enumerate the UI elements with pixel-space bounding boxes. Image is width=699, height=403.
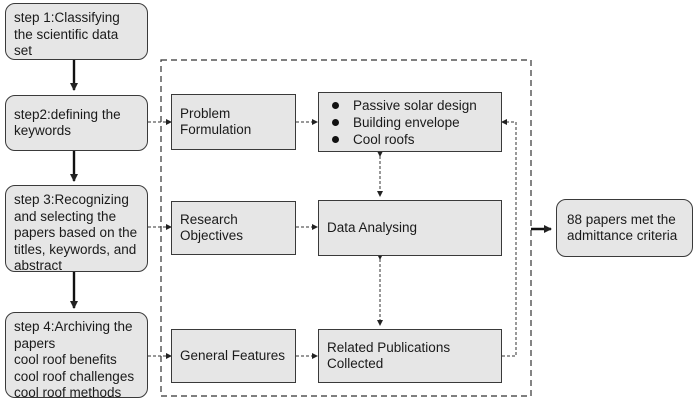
related-publications-label: Related Publications Collected: [327, 339, 451, 372]
topics-list: Passive solar design Building envelope C…: [325, 97, 495, 148]
step-2-box: step2:defining the keywords: [5, 95, 148, 151]
general-features-box: General Features: [171, 329, 296, 383]
related-publications-box: Related Publications Collected: [318, 329, 502, 383]
problem-formulation-box: Problem Formulation: [171, 94, 296, 150]
step-4-line: cool roof challenges: [14, 368, 135, 384]
general-features-label: General Features: [180, 347, 286, 363]
topic-item: Cool roofs: [325, 131, 495, 148]
problem-formulation-label: Problem Formulation: [180, 105, 252, 138]
step-1-label: step 1:Classifying the scientific data s…: [14, 10, 120, 58]
step-4-box: step 4:Archiving the papers cool roof be…: [5, 312, 148, 400]
result-box: 88 papers met the admittance criteria: [556, 199, 693, 257]
data-analysing-label: Data Analysing: [327, 219, 418, 235]
arrow-feedback-loop: [497, 119, 517, 359]
topics-box: Passive solar design Building envelope C…: [318, 92, 502, 152]
research-objectives-label: Research Objectives: [180, 211, 244, 244]
framework-container: [160, 59, 532, 397]
step-2-label: step2:defining the keywords: [14, 106, 121, 139]
step-3-box: step 3:Recognizing and selecting the pap…: [5, 185, 148, 273]
step-3-label: step 3:Recognizing and selecting the pap…: [14, 192, 138, 273]
research-objectives-box: Research Objectives: [171, 201, 296, 255]
step-4-line: step 4:Archiving the papers: [14, 319, 133, 351]
step-4-line: cool roof benefits: [14, 352, 117, 367]
step-1-box: step 1:Classifying the scientific data s…: [5, 3, 148, 60]
step-4-line: cool roof methods: [14, 385, 122, 400]
topic-item: Passive solar design: [325, 97, 495, 114]
result-label: 88 papers met the admittance criteria: [567, 211, 678, 244]
data-analysing-box: Data Analysing: [318, 200, 502, 256]
topic-item: Building envelope: [325, 114, 495, 131]
